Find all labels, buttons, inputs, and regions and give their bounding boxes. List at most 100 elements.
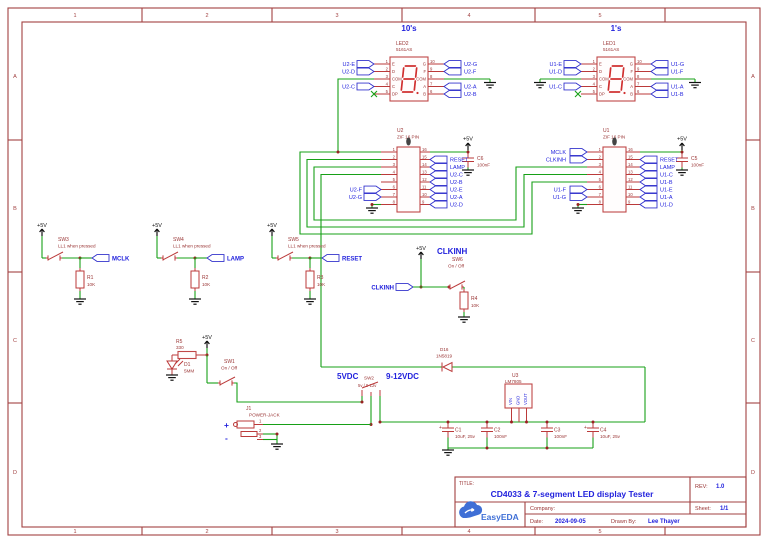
net-label[interactable]: U1-D (660, 203, 673, 209)
net-label[interactable]: U2-F (464, 70, 477, 76)
pin-number: 1 (386, 59, 389, 64)
net-label[interactable]: U1-A (660, 195, 673, 201)
net-label[interactable]: MCLK (551, 150, 567, 156)
power-net-label[interactable]: +5V (202, 335, 212, 341)
power-net-label[interactable]: +5V (463, 137, 473, 143)
net-label[interactable]: U1-F (554, 188, 567, 194)
zone-label: 1 (73, 529, 76, 535)
net-label[interactable]: U2-D (342, 70, 355, 76)
capacitor-icon (480, 421, 494, 438)
net-label[interactable]: U1-A (671, 85, 684, 91)
pin-number: 3 (386, 74, 389, 79)
section-heading: CLKINH (437, 247, 467, 256)
net-label[interactable]: U1-E (549, 62, 562, 68)
component-led2-7segment[interactable]: 10's LED2 5161AS E D COM C DP G F COM A … (342, 24, 497, 102)
power-net-label[interactable]: +5V (267, 223, 277, 229)
zone-label: B (751, 206, 755, 212)
component-sw4-button[interactable]: +5V SW4 LL1 when pressed LAMP R2 10K (152, 223, 244, 305)
vcc-icon (678, 142, 686, 151)
net-label[interactable]: U1-G (553, 195, 566, 201)
sheet-value: 1/1 (720, 506, 729, 512)
part-value: LM7805 (505, 379, 522, 384)
power-net-label[interactable]: +5V (416, 246, 426, 252)
component-u2-zif-socket[interactable]: U2 ZIF 16 PIN 1 2 3 4 5 6 7 8 16 15 14 1… (349, 128, 490, 214)
part-value: 1N5819 (436, 354, 453, 359)
pin-name: D (392, 69, 395, 74)
pin-number: 12 (422, 177, 427, 182)
net-label[interactable]: U2-C (450, 173, 463, 179)
component-sw3-button[interactable]: +5V SW3 LL1 when pressed MCLK R1 10K (37, 223, 130, 305)
part-value: POWER-JACK (249, 413, 281, 418)
net-label[interactable]: U2-E (342, 62, 355, 68)
pin-name: GND (516, 396, 521, 405)
pin-name: B (423, 92, 426, 97)
net-label[interactable]: LAMP (660, 165, 675, 171)
ground-icon (165, 374, 179, 381)
pin-number: 14 (628, 162, 633, 167)
net-label[interactable]: U2-D (450, 203, 463, 209)
power-net-label[interactable]: +5V (152, 223, 162, 229)
drawn-by-label: Drawn By: (611, 519, 637, 525)
part-value: 100nF (554, 434, 567, 439)
pin-number: 4 (593, 81, 596, 86)
rail-label-9v: 9-12VDC (386, 372, 419, 381)
vcc-icon (38, 228, 46, 237)
part-value: 10K (202, 282, 211, 287)
net-label[interactable]: U1-F (671, 70, 684, 76)
net-label[interactable]: U1-C (549, 85, 562, 91)
capacitor-icon (441, 421, 455, 438)
refdes: C6 (477, 156, 484, 162)
pin-number: 14 (422, 162, 427, 167)
net-label[interactable]: U2-A (450, 195, 463, 201)
ground-icon (73, 298, 87, 305)
net-label[interactable]: CLKINH (546, 158, 566, 164)
net-label[interactable]: U2-E (450, 188, 463, 194)
net-label[interactable]: U2-G (349, 195, 362, 201)
net-label[interactable]: U2-B (464, 92, 477, 98)
pin-name: VIN (508, 398, 513, 405)
net-label[interactable]: CLKINH (371, 285, 394, 291)
net-label[interactable]: RESET (342, 256, 362, 262)
net-label[interactable]: LAMP (227, 256, 244, 262)
section-power[interactable]: +5V R5 330 D1 5MM SW1 On / Off 5VDC SW2 … (165, 335, 621, 456)
net-label[interactable]: U2-F (350, 188, 363, 194)
switch-icon (45, 251, 64, 262)
power-net-label[interactable]: +5V (677, 137, 687, 143)
net-label[interactable]: U2-A (464, 85, 477, 91)
component-sw5-button[interactable]: +5V SW5 LL1 when pressed RESET R3 10K (267, 223, 362, 305)
section-heading: 10's (401, 24, 417, 33)
net-label[interactable]: U1-E (660, 188, 673, 194)
net-label[interactable]: RESET (660, 158, 679, 164)
net-label[interactable]: U1-G (671, 62, 684, 68)
part-value: 330 (176, 345, 184, 350)
net-label[interactable]: LAMP (450, 165, 465, 171)
refdes: R1 (87, 275, 94, 281)
ground-icon (483, 81, 497, 89)
power-net-label[interactable]: +5V (37, 223, 47, 229)
title-block: TITLE: CD4033 & 7-segment LED display Te… (454, 476, 747, 528)
net-label[interactable]: U1-B (671, 92, 684, 98)
part-value: 5161AS (396, 47, 412, 52)
net-label[interactable]: U1-D (549, 70, 562, 76)
pin-number: 3 (599, 162, 602, 167)
pin-name: COM (623, 77, 633, 82)
section-clkinh[interactable]: CLKINH +5V CLKINH SW6 On / Off R4 10K (371, 246, 480, 323)
net-label[interactable]: U2-G (464, 62, 477, 68)
pin-number: 6 (637, 89, 640, 94)
component-led1-7segment[interactable]: 1's LED1 5161AS E D COM C DP G F COM A B… (533, 24, 702, 102)
refdes: SW1 (224, 359, 235, 365)
junction-dots (336, 150, 684, 206)
pin-number: 9 (422, 200, 425, 205)
net-label[interactable]: U2-B (450, 180, 463, 186)
net-label[interactable]: U1-C (660, 173, 673, 179)
net-label[interactable]: RESET (450, 158, 469, 164)
wires[interactable] (299, 78, 696, 449)
component-u1-zif-socket[interactable]: U1 ZIF 16 PIN 1 2 3 4 5 6 7 8 16 15 14 1… (546, 128, 704, 214)
net-label[interactable]: U2-C (342, 85, 355, 91)
pin-number: 15 (628, 155, 633, 160)
refdes: C5 (691, 156, 698, 162)
resistor-icon (459, 288, 469, 313)
switch-icon (217, 376, 236, 387)
net-label[interactable]: U1-B (660, 180, 673, 186)
net-label[interactable]: MCLK (112, 256, 130, 262)
